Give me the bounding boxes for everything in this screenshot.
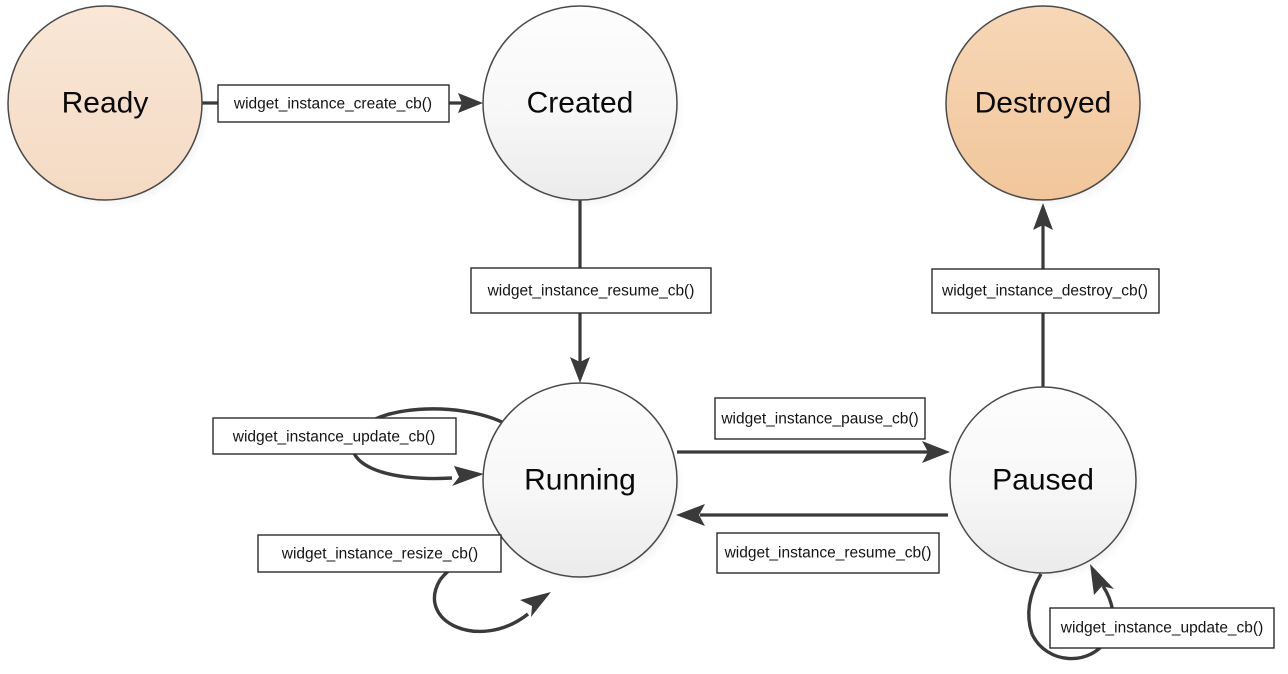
transition-destroy-label-box [931, 268, 1160, 314]
transition-pause[interactable] [677, 441, 950, 463]
transition-destroy-arrowhead [1033, 203, 1053, 230]
node-ready-label: Ready [62, 87, 149, 120]
transition-update-paused-label-text: widget_instance_update_cb() [1060, 620, 1264, 637]
transition-resume-paused-arrowhead [676, 504, 705, 526]
transition-resume-created-label[interactable]: widget_instance_resume_cb() [470, 267, 712, 314]
transition-resize-running-label-box [257, 534, 502, 573]
transition-create-label[interactable]: widget_instance_create_cb() [217, 84, 450, 123]
node-destroyed-circle [945, 5, 1141, 201]
transition-destroy-label[interactable]: widget_instance_destroy_cb() [931, 268, 1160, 314]
transition-update-running-label[interactable]: widget_instance_update_cb() [212, 417, 457, 455]
transition-resume-paused-label-text: widget_instance_resume_cb() [724, 545, 932, 562]
node-running[interactable]: Running [482, 382, 678, 578]
node-running-label: Running [524, 464, 636, 497]
transition-create-label-box [217, 84, 450, 123]
transition-update-paused-label[interactable]: widget_instance_update_cb() [1049, 607, 1275, 649]
transition-resume-created-arrowhead [570, 357, 590, 383]
transition-pause-label-box [714, 397, 926, 440]
transition-resize-running-arrowhead [520, 592, 551, 617]
transition-resume-created-label-box [470, 267, 712, 314]
transition-update-running-arrowhead [452, 466, 484, 486]
transition-resume-created-label-text: widget_instance_resume_cb() [487, 283, 695, 300]
transition-pause-label[interactable]: widget_instance_pause_cb() [714, 397, 926, 440]
transition-resize-running-label-text: widget_instance_resize_cb() [281, 546, 478, 563]
node-running-circle [482, 382, 678, 578]
node-ready-circle [7, 5, 203, 201]
transition-update-paused-outgoing [1027, 573, 1043, 635]
transition-destroy-label-text: widget_instance_destroy_cb() [941, 283, 1148, 300]
node-created-label: Created [527, 87, 634, 120]
transition-resume-paused-label[interactable]: widget_instance_resume_cb() [716, 532, 940, 574]
node-created[interactable]: Created [482, 5, 678, 201]
transition-create-label-text: widget_instance_create_cb() [233, 96, 432, 113]
node-paused-circle [949, 386, 1137, 574]
transition-resize-running-return [432, 579, 530, 633]
transition-pause-label-text: widget_instance_pause_cb() [720, 411, 918, 428]
transition-create-arrowhead [458, 93, 483, 113]
transition-update-running-label-text: widget_instance_update_cb() [232, 429, 436, 446]
transition-resume-paused-label-box [716, 532, 940, 574]
transition-update-paused-arrowhead [1090, 564, 1114, 595]
transition-resume-paused[interactable] [676, 504, 948, 526]
transition-update-running-label-box [212, 417, 457, 455]
node-ready[interactable]: Ready [7, 5, 203, 201]
node-paused[interactable]: Paused [949, 386, 1137, 574]
transition-pause-arrowhead [922, 441, 950, 463]
node-destroyed[interactable]: Destroyed [945, 5, 1141, 201]
node-destroyed-label: Destroyed [975, 87, 1112, 120]
transition-update-paused-label-box [1049, 607, 1275, 649]
node-paused-label: Paused [992, 464, 1094, 497]
transition-resize-running-label[interactable]: widget_instance_resize_cb() [257, 534, 502, 573]
node-created-circle [482, 5, 678, 201]
